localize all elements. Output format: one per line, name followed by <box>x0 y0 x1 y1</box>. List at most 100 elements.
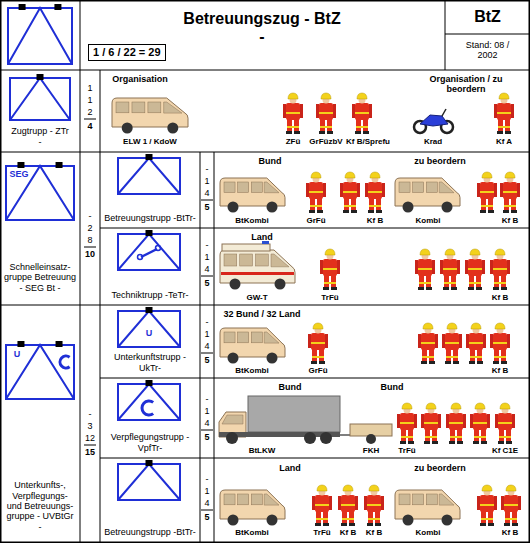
tactical-symbol <box>6 341 74 399</box>
figure-arm <box>459 334 462 348</box>
caption-label: Kf B <box>502 217 518 225</box>
figure-boot <box>501 361 507 364</box>
figure-arm <box>507 334 510 348</box>
vehicle-window <box>413 182 424 193</box>
figure-boot <box>449 441 455 444</box>
reflective-stripe <box>480 504 494 506</box>
wheel <box>267 515 278 526</box>
caption-label: BtKombi <box>235 367 268 375</box>
reflective-stripe <box>505 518 517 520</box>
reflective-stripe <box>470 356 482 358</box>
figure-leg <box>450 429 455 442</box>
vehicle-body <box>112 98 188 127</box>
figure-leg <box>426 275 431 288</box>
figure-helmet <box>317 485 327 491</box>
figure-arm <box>517 183 520 197</box>
reflective-stripe <box>422 356 434 358</box>
vehicle-window <box>413 494 424 505</box>
strength-number: 4 <box>204 265 209 274</box>
caption-label: ZFü <box>286 138 301 146</box>
figure-boot <box>376 210 382 213</box>
strength-number: - <box>206 318 209 327</box>
figure-body <box>498 413 512 430</box>
figure-helmet <box>495 249 505 255</box>
warning-stripe <box>221 272 294 275</box>
figure-boot <box>432 441 438 444</box>
figure-boot <box>363 131 369 134</box>
figure-leg <box>317 198 322 211</box>
strength-number: 8 <box>87 236 92 245</box>
figure-body <box>319 103 333 120</box>
symbol-chevron <box>118 158 180 194</box>
motorcycle-handlebar <box>442 109 446 116</box>
figure-arm <box>438 414 441 428</box>
symbol-frame <box>118 384 180 420</box>
truck-illustration <box>219 396 340 444</box>
figure-leg <box>505 119 510 132</box>
figure-arm <box>369 104 372 118</box>
strength-number: 4 <box>204 419 209 428</box>
reflective-stripe <box>401 436 413 438</box>
wheel <box>228 353 239 364</box>
figure-leg <box>511 198 516 211</box>
figure-boot <box>451 287 457 290</box>
reflective-stripe <box>344 205 356 207</box>
strength-box: 1 / 6 / 22 = 29 <box>88 44 166 61</box>
reflective-stripe <box>343 191 357 193</box>
unit-name: Schnelleinsatz- gruppe Betreuung - SEG B… <box>3 262 77 293</box>
symbol-frame <box>6 166 74 220</box>
reflective-stripe <box>473 422 487 424</box>
caption-label: BtLKW <box>249 447 276 455</box>
unit-cell: Betreuungstrupp -BtTr- <box>100 152 200 228</box>
vehicle-window <box>251 494 262 505</box>
caption-label: GrFü <box>308 367 327 375</box>
figure-leg <box>331 275 336 288</box>
figure-arm <box>507 260 510 274</box>
figure-helmet <box>313 323 323 329</box>
figure-boot <box>488 210 494 213</box>
symbol-frame <box>118 158 180 194</box>
figure-boot <box>498 441 504 444</box>
caption-label: FKH <box>363 447 379 455</box>
figure-arm <box>446 414 449 428</box>
figure-arm <box>357 183 360 197</box>
tactical-symbol <box>10 74 70 120</box>
grid-line <box>100 228 530 229</box>
food-symbol <box>60 356 70 368</box>
figure-arm <box>337 260 340 274</box>
figure-boot <box>497 131 503 134</box>
caption-label: Kf B <box>340 529 356 537</box>
reflective-stripe <box>356 126 368 128</box>
unit-cell: Unterkunfts-, Verpflegungs- und Betreuun… <box>0 305 80 542</box>
reflective-stripe <box>449 422 463 424</box>
figure-leg <box>287 119 292 132</box>
figure-body <box>473 413 487 430</box>
figure-boot <box>294 131 300 134</box>
wheel <box>267 353 278 364</box>
figure-helmet <box>345 172 355 178</box>
caption-label: Kf B <box>492 294 508 302</box>
unit-name: Betreuungstrupp -BtTr- <box>104 527 196 537</box>
firefighter-figure <box>415 249 435 290</box>
wheel <box>275 279 286 290</box>
caption-label: Land <box>251 233 273 242</box>
caption-label: Bund <box>279 383 302 392</box>
figure-helmet <box>343 485 353 491</box>
figure-body <box>493 259 507 276</box>
figure-boot <box>323 523 329 526</box>
strength-number: - <box>89 410 92 419</box>
tactical-symbol <box>118 307 180 347</box>
wheel <box>228 202 239 213</box>
unit-size-dot <box>146 307 153 313</box>
figure-arm <box>421 414 424 428</box>
firefighter-figure <box>494 93 514 134</box>
figure-arm <box>316 104 319 118</box>
wheel <box>320 432 332 444</box>
caption-label: TrFü <box>398 447 415 455</box>
figure-boot <box>349 523 355 526</box>
unit-size-dot <box>146 230 153 236</box>
caption-label: ELW 1 / KdoW <box>123 138 177 146</box>
caption-label: Kf B <box>367 217 383 225</box>
vehicle-body <box>220 250 295 283</box>
